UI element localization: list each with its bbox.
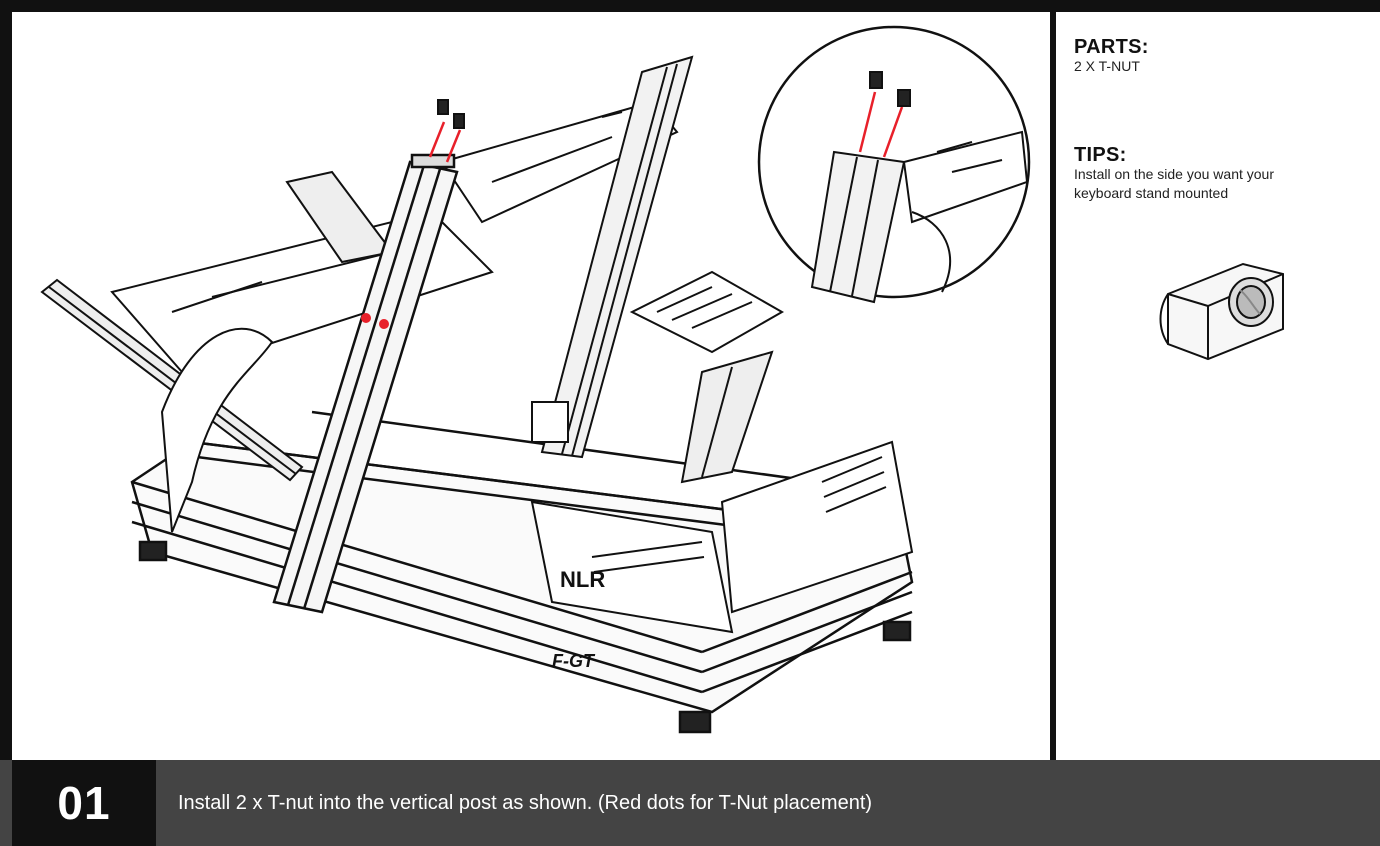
seat-bracket: NLR F-GT (530, 440, 914, 671)
tips-line-1: Install on the side you want your (1074, 166, 1275, 182)
step-footer: 01 Install 2 x T-nut into the vertical p… (0, 760, 1380, 846)
parts-list: 2 X T-NUT (1074, 58, 1140, 74)
info-sidebar: PARTS: 2 X T-NUT TIPS: Install on the si… (1056, 12, 1380, 760)
cockpit-line-drawing: NLR F-GT (40, 25, 1031, 734)
tnut-part-a (437, 99, 449, 115)
step-instruction: Install 2 x T-nut into the vertical post… (178, 791, 873, 814)
wheel-deck (440, 55, 694, 459)
tnut-icon (1159, 262, 1284, 361)
tnut-illustration (1148, 234, 1298, 364)
tips-line-2: keyboard stand mounted (1074, 185, 1229, 201)
tips-text: Install on the side you want your keyboa… (1074, 165, 1364, 203)
parts-heading: PARTS: (1074, 36, 1149, 58)
tnut-arrows (428, 121, 462, 163)
tips-heading: TIPS: (1074, 144, 1127, 166)
brand-mark: F-GT (552, 651, 596, 671)
red-dot-left (361, 313, 371, 323)
detail-callout (757, 25, 1031, 304)
vertical-post (272, 153, 459, 614)
vertical-divider (1050, 0, 1056, 760)
pedal-plate (629, 270, 785, 484)
assembly-illustration: NLR F-GT (12, 12, 1050, 760)
step-number: 01 (57, 777, 111, 829)
red-dot-right (379, 319, 389, 329)
step-number-box: 01 (12, 760, 156, 846)
tnut-part-b (453, 113, 465, 129)
nlr-logo: NLR (560, 567, 605, 592)
